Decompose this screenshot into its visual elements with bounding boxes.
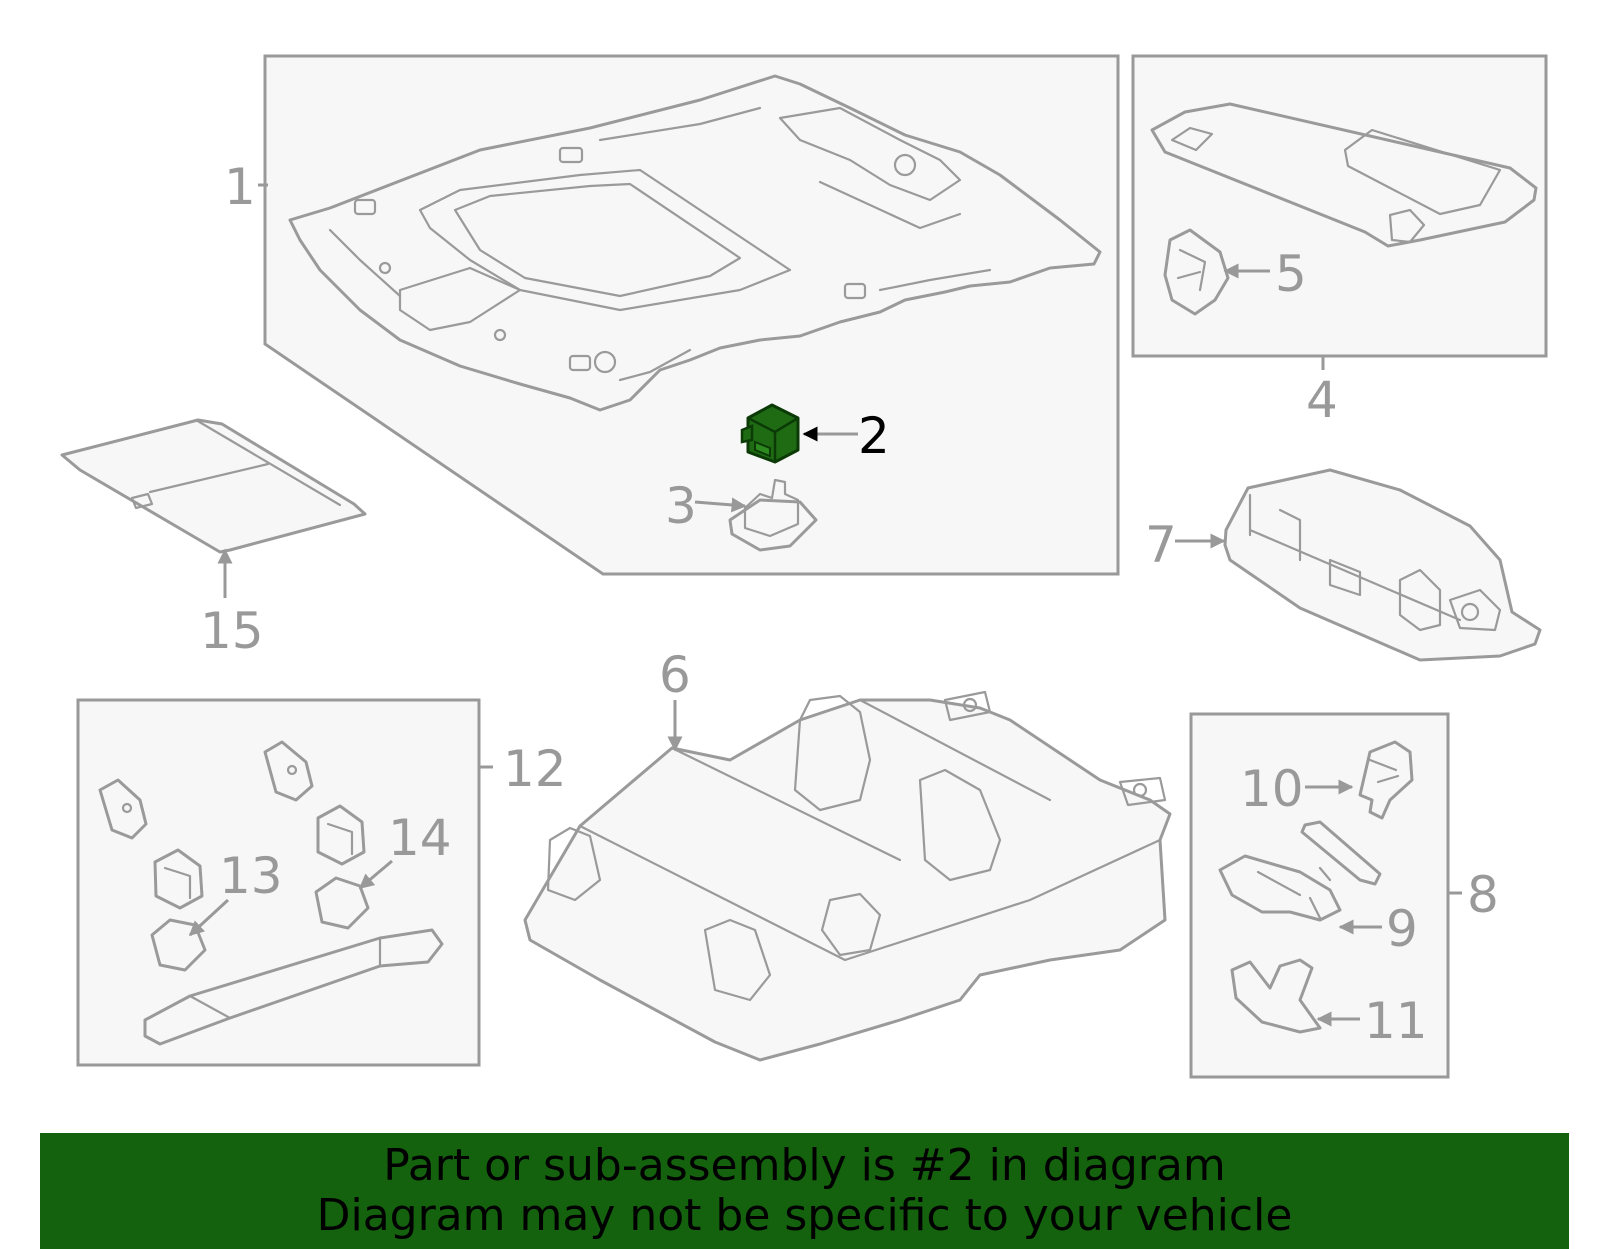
banner-line-disclaimer: Diagram may not be specific to your vehi… bbox=[316, 1190, 1293, 1241]
headliner-part bbox=[288, 74, 1102, 412]
banner-line-part-number: Part or sub-assembly is #2 in diagram bbox=[383, 1140, 1226, 1191]
highlighted-clip-part-2 bbox=[740, 403, 800, 464]
callout-10: 10 bbox=[1240, 760, 1304, 818]
clip-base-part-3 bbox=[728, 478, 818, 552]
callout-11: 11 bbox=[1364, 992, 1428, 1050]
sun-visor-part bbox=[1150, 102, 1538, 248]
leader-lines bbox=[188, 183, 1462, 1027]
callout-12: 12 bbox=[503, 740, 567, 798]
callout-2: 2 bbox=[858, 407, 890, 465]
visor-holder-part-5 bbox=[1163, 228, 1230, 316]
callout-6: 6 bbox=[659, 646, 691, 704]
callout-9: 9 bbox=[1386, 900, 1418, 958]
callout-14: 14 bbox=[388, 809, 452, 867]
info-banner: Part or sub-assembly is #2 in diagram Di… bbox=[40, 1133, 1569, 1249]
lamp-housing-part-7 bbox=[1223, 468, 1542, 662]
callout-5: 5 bbox=[1275, 245, 1307, 303]
clips-and-handle-part-12 bbox=[98, 740, 444, 1046]
callout-8: 8 bbox=[1467, 866, 1499, 924]
callout-15: 15 bbox=[200, 602, 264, 660]
sockets-part-8 bbox=[1218, 740, 1414, 1034]
callout-7: 7 bbox=[1145, 516, 1177, 574]
callout-4: 4 bbox=[1306, 371, 1338, 429]
overhead-console-part-6 bbox=[523, 690, 1172, 1062]
cover-panel-part-15 bbox=[60, 418, 367, 554]
callout-13: 13 bbox=[219, 847, 283, 905]
callout-3: 3 bbox=[665, 477, 697, 535]
callout-1: 1 bbox=[224, 158, 256, 216]
